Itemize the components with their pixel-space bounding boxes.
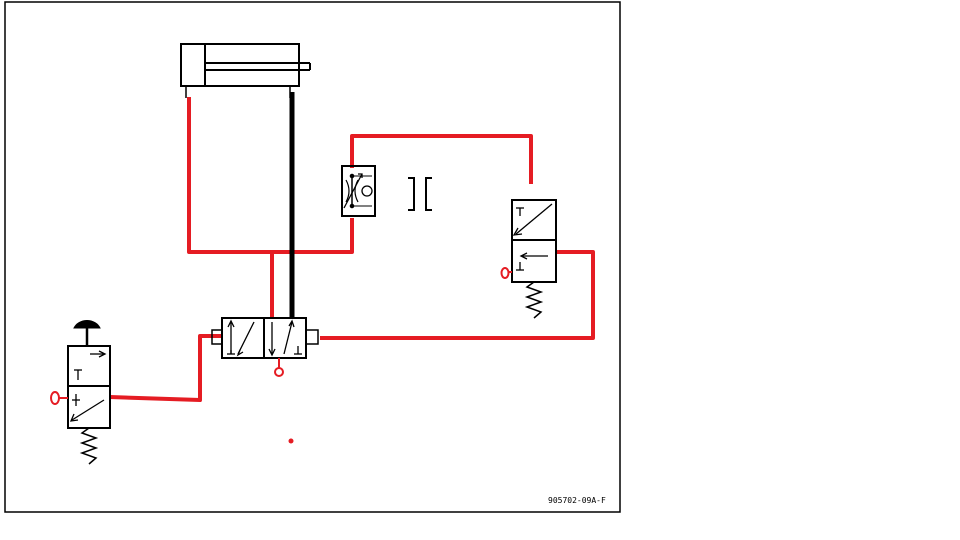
valve-3-2-pushbutton — [67, 320, 111, 465]
line-right-valve-to-main-valve — [320, 250, 595, 340]
valve-5-2-main — [211, 317, 319, 359]
drawing-reference-code: 905702-09A-F — [548, 496, 606, 505]
right-valve-exhaust-port — [500, 267, 510, 279]
main-valve-exhaust-port — [274, 367, 284, 377]
drawing-frame — [4, 1, 621, 513]
pressure-lines — [109, 97, 595, 402]
valve-3-2-right — [511, 199, 557, 319]
line-pushbutton-valve-to-main-valve — [109, 334, 222, 402]
line-flow-valve-to-right-valve — [350, 134, 533, 184]
double-acting-cylinder — [180, 43, 311, 98]
pushbutton-valve-exhaust-port — [50, 391, 60, 405]
line-cylinder-left-to-flow-valve — [187, 97, 354, 254]
marker-dot — [288, 438, 294, 444]
flow-control-valve — [341, 165, 376, 217]
silencer-brackets — [408, 177, 432, 211]
